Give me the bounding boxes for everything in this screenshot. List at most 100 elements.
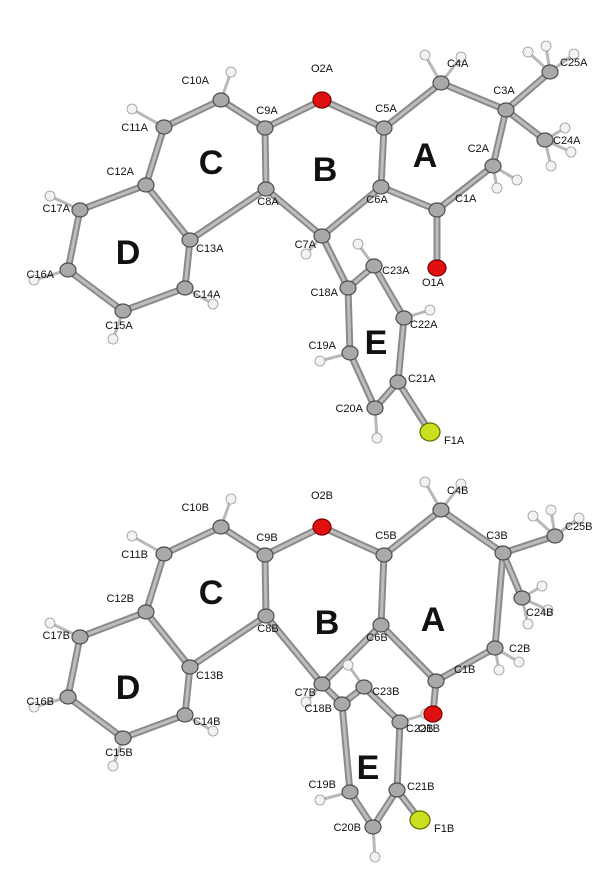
bond-highlight xyxy=(162,98,223,129)
hydrogen-atom xyxy=(419,49,431,61)
atom-c25a xyxy=(541,64,559,80)
bond-highlight xyxy=(183,238,192,290)
atom-c10b xyxy=(212,519,230,535)
bond-highlight xyxy=(263,553,268,618)
atom-c6a xyxy=(372,179,390,195)
atom-label: C25A xyxy=(560,57,588,69)
hydrogen-atom xyxy=(522,46,534,58)
ring-label: B xyxy=(313,151,338,189)
hydrogen-atom xyxy=(44,190,56,202)
atom-c23b xyxy=(355,679,373,695)
bond-highlight xyxy=(379,185,439,212)
atom-c13b xyxy=(181,659,199,675)
hydrogen-atom xyxy=(28,701,40,713)
atom-label: C5A xyxy=(375,103,397,115)
atom-label: C23B xyxy=(372,686,400,698)
atom-label: C16B xyxy=(26,696,54,708)
atom-label: O2B xyxy=(311,490,333,502)
hydrogen-atom xyxy=(44,617,56,629)
bond-highlight xyxy=(144,610,192,669)
ring-label: E xyxy=(357,749,380,787)
bond-highlight xyxy=(382,81,443,130)
atom-c13a xyxy=(181,232,199,248)
atom-label: O2A xyxy=(311,63,334,75)
atom-label: C18B xyxy=(304,703,332,715)
hydrogen-atom xyxy=(300,696,312,708)
bond-highlight xyxy=(264,614,324,686)
atom-c15a xyxy=(114,303,132,319)
hydrogen-atom xyxy=(419,476,431,488)
bond-highlight xyxy=(66,208,82,272)
bond-highlight xyxy=(493,551,505,650)
bond-highlight xyxy=(78,610,148,639)
bond-highlight xyxy=(264,187,324,238)
atom-label: O1A xyxy=(422,277,445,289)
atom-c7b xyxy=(313,676,331,692)
hydrogen-atom xyxy=(342,659,354,671)
hydrogen-atom xyxy=(559,122,571,134)
bond-highlight xyxy=(504,70,552,112)
atom-label: C7B xyxy=(295,687,316,699)
bond-highlight xyxy=(263,126,268,191)
molecule-a: C1AC2AC3AC4AC5AC6AC7AC8AC9AC10AC11AC12AC… xyxy=(26,40,588,447)
ring-label: C xyxy=(199,574,224,612)
bond-highlight xyxy=(348,351,377,410)
atom-label: C15B xyxy=(105,747,133,759)
hydrogen-atom xyxy=(369,851,381,863)
bond-highlight xyxy=(320,185,383,238)
atom-label: C9A xyxy=(256,105,278,117)
hydrogen-atom xyxy=(107,760,119,772)
atom-c7a xyxy=(313,228,331,244)
atom-c19b xyxy=(341,784,359,800)
atom-f1a xyxy=(419,422,441,442)
atom-label: C4B xyxy=(447,485,468,497)
bond-highlight xyxy=(320,623,383,686)
bond-highlight xyxy=(144,552,166,614)
bond-highlight xyxy=(188,614,268,669)
hydrogen-atom xyxy=(352,238,364,250)
atom-label: C2B xyxy=(509,643,530,655)
atom-label: C13B xyxy=(196,670,224,682)
hydrogen-atom xyxy=(522,618,534,630)
atom-c23a xyxy=(365,258,383,274)
bond-highlight xyxy=(78,183,148,212)
atom-c11a xyxy=(155,119,173,135)
atom-label: C25B xyxy=(565,521,593,533)
atom-label: C17B xyxy=(42,630,70,642)
atom-label: C21A xyxy=(408,373,436,385)
atom-label: C4A xyxy=(447,58,469,70)
atom-c9b xyxy=(256,547,274,563)
atom-label: C18A xyxy=(310,287,338,299)
atom-label: C10B xyxy=(181,502,209,514)
atom-label: C11A xyxy=(121,122,148,134)
atom-label: C19B xyxy=(308,779,336,791)
bond-highlight xyxy=(320,525,386,557)
atom-label: C22B xyxy=(406,723,434,735)
bond-highlight xyxy=(188,187,268,242)
atom-label: C22A xyxy=(410,319,438,331)
atom-label: C13A xyxy=(196,243,224,255)
atom-c4b xyxy=(432,502,450,518)
atom-label: C7A xyxy=(295,239,317,251)
atom-label: F1A xyxy=(444,435,465,447)
atom-label: C24B xyxy=(526,607,554,619)
hydrogen-atom xyxy=(314,794,326,806)
hydrogen-atom xyxy=(513,656,525,668)
hydrogen-atom xyxy=(545,160,557,172)
atom-label: F1B xyxy=(434,823,454,835)
atom-c12b xyxy=(137,604,155,620)
atom-o2b xyxy=(312,518,332,536)
hydrogen-atom xyxy=(207,725,219,737)
hydrogen-atom xyxy=(565,146,577,158)
atom-label: C12B xyxy=(106,593,134,605)
ring-label: A xyxy=(413,137,438,175)
hydrogen-atom xyxy=(455,51,467,63)
atom-c11b xyxy=(155,546,173,562)
atom-label: C3A xyxy=(493,85,515,97)
atom-c2b xyxy=(486,640,504,656)
hydrogen-atom xyxy=(491,182,503,194)
bond-highlight xyxy=(66,695,125,740)
atom-label: C19A xyxy=(308,340,336,352)
